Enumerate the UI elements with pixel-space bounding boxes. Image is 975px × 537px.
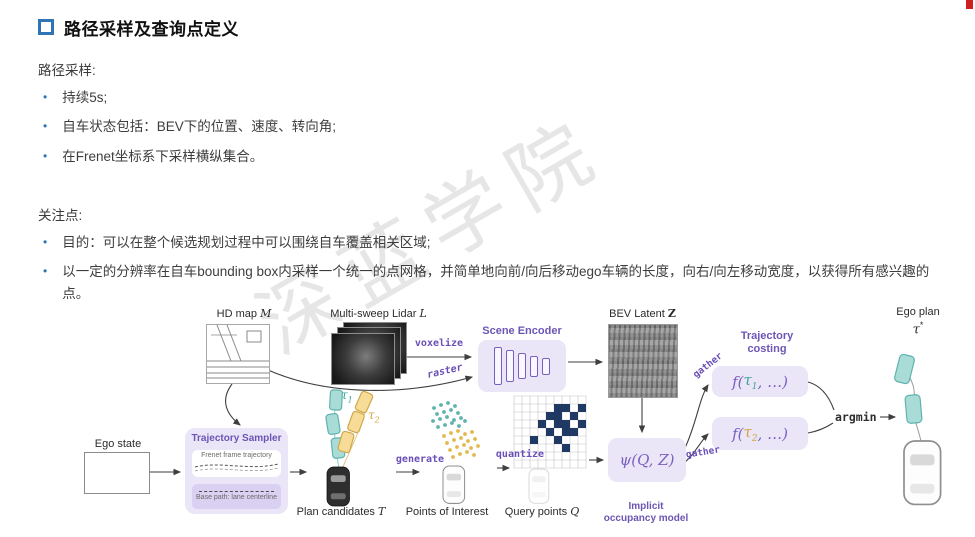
centerline-icon [199, 491, 274, 492]
scene-encoder-box [478, 340, 566, 392]
bev-latent-label: BEV Latent Z [609, 307, 676, 320]
list-item: 在Frenet坐标系下采样横纵集合。 [38, 146, 930, 167]
trajectory-costing-label: Trajectory costing [740, 330, 794, 356]
ego-plan-tau: τ* [912, 320, 924, 338]
query-points-label: Query points Q [504, 505, 580, 518]
encoder-bars-icon [478, 340, 566, 392]
trajectory-sampler-box: Trajectory Sampler Frenet frame trajecto… [185, 428, 288, 514]
slide-text: 路径采样及查询点定义 路径采样: 持续5s; 自车状态包括：BEV下的位置、速度… [38, 14, 930, 304]
cost-f2-formula: f(τ2, …) [732, 423, 788, 444]
map-lines-icon [207, 324, 269, 379]
voxelize-label: voxelize [414, 338, 464, 349]
lidar-label: Multi-sweep Lidar L [330, 307, 427, 320]
list-item: 以一定的分辨率在自车bounding box内采样一个统一的点网格，并简单地向前… [38, 261, 930, 304]
ego-state-label: Ego state [94, 438, 142, 450]
lidar-sweep-image [331, 333, 395, 385]
quantize-label: quantize [495, 449, 545, 460]
generate-label: generate [395, 454, 445, 465]
frenet-strip: Frenet frame trajectory [192, 450, 281, 477]
argmin-label: argmin [835, 410, 877, 424]
section-heading-focus: 关注点: [38, 207, 83, 223]
title-square-icon [38, 19, 54, 35]
psi-formula: ψ(Q, Z) [619, 451, 675, 469]
cost-f1-formula: f(τ1, …) [732, 371, 788, 392]
page-title: 路径采样及查询点定义 [64, 19, 239, 39]
tau1-label: τ1 [341, 388, 353, 405]
list-item: 持续5s; [38, 87, 930, 108]
tau2-label: τ2 [368, 408, 380, 425]
section-heading-sampling: 路径采样: [38, 63, 96, 78]
ego-plan-label: Ego plan [896, 306, 940, 318]
psi-box: ψ(Q, Z) [608, 438, 686, 482]
bev-latent-image [608, 324, 678, 398]
hd-map-sketch [206, 324, 270, 384]
list-item: 目的：可以在整个候选规划过程中可以围绕自车覆盖相关区域; [38, 232, 930, 253]
slide-title-row: 路径采样及查询点定义 [38, 14, 930, 40]
implicit-occupancy-label: Implicit occupancy model [603, 501, 689, 524]
trajectory-sampler-title: Trajectory Sampler [191, 433, 282, 444]
points-of-interest-label: Points of Interest [405, 506, 489, 518]
pipeline-figure: HD map M Multi-sweep Lidar L voxelize ra… [0, 300, 975, 537]
frenet-curves-icon [194, 463, 279, 472]
hd-map-label: HD map M [216, 307, 272, 320]
cost-f1-box: f(τ1, …) [712, 366, 808, 397]
base-path-strip: Base path: lane centerline [192, 484, 281, 509]
cost-f2-box: f(τ2, …) [712, 417, 808, 450]
plan-candidates-label: Plan candidates T [296, 505, 386, 518]
scene-encoder-label: Scene Encoder [482, 325, 562, 337]
flow-arrows-svg [93, 353, 942, 507]
list-item: 自车状态包括：BEV下的位置、速度、转向角; [38, 116, 930, 137]
corner-logo-mark [966, 0, 973, 9]
ego-state-box [84, 452, 150, 494]
